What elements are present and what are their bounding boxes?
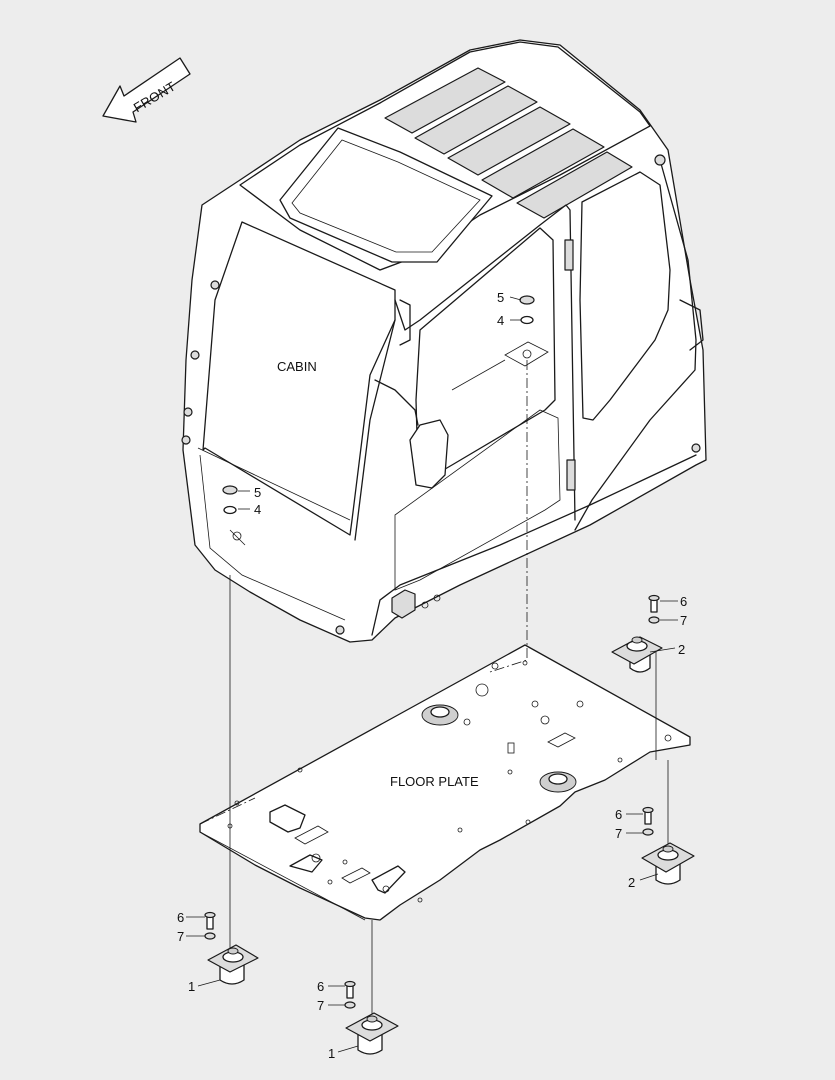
callout-5-cabin-rear: 5 <box>497 290 504 305</box>
callout-7-right: 7 <box>615 826 622 841</box>
callout-1-front-left: 1 <box>188 979 195 994</box>
callout-4-cabin-front: 4 <box>254 502 261 517</box>
callout-5-cabin-front: 5 <box>254 485 261 500</box>
cabin <box>181 39 707 643</box>
leader-lines <box>186 296 678 1053</box>
mount-rear-right <box>611 636 663 673</box>
mount-right-bolt <box>642 806 654 836</box>
callout-6-front-left: 6 <box>177 910 184 925</box>
cabin-label: CABIN <box>277 359 317 374</box>
mount-rear-right-bolt <box>648 594 660 624</box>
callout-6-rear-right: 6 <box>680 594 687 609</box>
alignment-lines <box>199 360 669 1025</box>
callout-4-cabin-rear: 4 <box>497 313 504 328</box>
floor-plate <box>199 644 691 921</box>
floor-plate-label: FLOOR PLATE <box>390 774 479 789</box>
front-arrow: FRONT <box>102 57 191 123</box>
callout-1-front: 1 <box>328 1046 335 1061</box>
callout-6-front: 6 <box>317 979 324 994</box>
callout-7-front: 7 <box>317 998 324 1013</box>
callout-6-right: 6 <box>615 807 622 822</box>
mount-front-left-bolt <box>204 911 216 940</box>
callout-2-rear-right: 2 <box>678 642 685 657</box>
mount-right <box>641 842 695 885</box>
callout-2-right: 2 <box>628 875 635 890</box>
callout-7-rear-right: 7 <box>680 613 687 628</box>
mount-front <box>345 1012 399 1055</box>
mount-front-bolt <box>344 980 356 1009</box>
mount-front-left <box>207 944 259 985</box>
callout-7-front-left: 7 <box>177 929 184 944</box>
